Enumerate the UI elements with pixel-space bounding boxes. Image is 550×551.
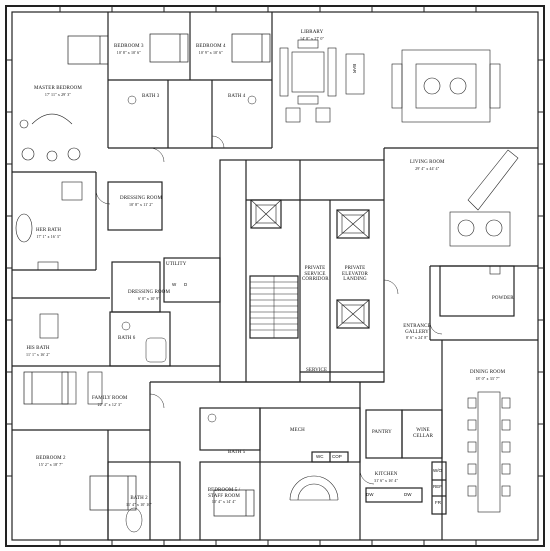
- room-label-bedroom-2: BEDROOM 2 15' 2" x 18' 7": [36, 456, 66, 467]
- room-label-his-bath: HIS BATH 11' 1" x 16' 2": [26, 346, 50, 357]
- room-name: DINING ROOM: [470, 370, 506, 375]
- door-swings: [95, 135, 443, 485]
- room-label-bath-5: BATH 5: [228, 450, 245, 456]
- room-label-master-bedroom: MASTER BEDROOM 17' 11" x 29' 3": [34, 86, 82, 97]
- room-dims: 10' 9" x 10' 6": [198, 49, 223, 55]
- beds: [23, 33, 271, 517]
- room-name: BEDROOM 4: [196, 44, 226, 49]
- room-name: DRESSING ROOM: [120, 196, 163, 201]
- ref-label: REF: [433, 484, 442, 489]
- room-dims: 29' 4" x 44' 4": [415, 165, 440, 171]
- wo-label: W/O: [433, 468, 442, 473]
- spiral-stair: [289, 475, 339, 501]
- wc-label: WC: [316, 454, 324, 459]
- room-label-her-bath: HER BATH 17' 1" x 16' 3": [36, 228, 61, 239]
- room-name: BATH 3: [142, 94, 160, 99]
- room-label-wine-cellar: WINE CELLAR: [412, 428, 434, 439]
- family-dining-furniture: [61, 371, 511, 513]
- library-furniture: [279, 39, 365, 123]
- room-name: POWDER: [492, 296, 514, 301]
- room-name: LIVING ROOM: [410, 160, 445, 165]
- room-dims: 10' 4" x 14' 4": [211, 499, 237, 505]
- room-label-bath-6: BATH 6: [118, 336, 135, 342]
- room-name: BEDROOM 2: [36, 456, 66, 461]
- room-label-library: LIBRARY 14' 8" x 27' 0": [300, 30, 324, 41]
- room-label-dressing-room-1: DRESSING ROOM 10' 8" x 11' 2": [120, 196, 162, 207]
- room-label-utility: UTILITY: [166, 262, 186, 268]
- room-dims: 31' 6" x 16' 4": [374, 477, 399, 483]
- bar-label: BAR: [352, 63, 358, 74]
- room-dims: 17' 11" x 29' 3": [44, 91, 72, 97]
- room-dims: 14' 8" x 27' 0": [300, 35, 325, 41]
- outer-wall: [5, 5, 545, 547]
- room-name: BEDROOM 5 / STAFF ROOM: [207, 488, 241, 499]
- room-name: DRESSING ROOM: [128, 290, 171, 295]
- room-dims: 11' 4" x 10' 10": [126, 501, 153, 507]
- top-windows: [6, 6, 544, 546]
- room-label-service: SERVICE: [306, 368, 327, 374]
- bath-fixtures: [121, 95, 257, 533]
- master-furniture: [15, 113, 83, 339]
- room-dims: 22' 4" x 12' 3": [97, 401, 122, 407]
- living-furniture: [391, 49, 519, 275]
- room-name: HER BATH: [36, 228, 62, 233]
- elevator-marks: [250, 199, 370, 329]
- room-label-family-room: FAMILY ROOM 22' 4" x 12' 3": [92, 396, 127, 407]
- room-label-bedroom-5: BEDROOM 5 / STAFF ROOM 10' 4" x 14' 4": [204, 488, 244, 505]
- room-name: KITCHEN: [374, 472, 398, 477]
- room-name: UTILITY: [166, 262, 187, 267]
- room-name: MASTER BEDROOM: [34, 86, 82, 91]
- room-dims: 8' 6" x 24' 8": [405, 335, 429, 341]
- room-dims: 6' 0" x 10' 9": [137, 295, 161, 301]
- fr-label: FR: [435, 500, 441, 505]
- room-name: WINE CELLAR: [412, 428, 434, 439]
- room-label-bath-3: BATH 3: [142, 94, 159, 100]
- room-dims: 11' 1" x 16' 2": [26, 351, 51, 357]
- inner-wall: [11, 11, 539, 541]
- room-name: BATH 5: [228, 450, 246, 455]
- room-name: BEDROOM 3: [114, 44, 144, 49]
- room-dims: 18' 0" x 33' 7": [475, 375, 500, 381]
- dw-label-1: DW: [366, 492, 374, 497]
- room-label-bedroom-4: BEDROOM 4 10' 9" x 10' 6": [196, 44, 226, 55]
- room-dims: 15' 2" x 18' 7": [38, 461, 63, 467]
- interior-walls: [12, 12, 538, 541]
- room-name: LIBRARY: [300, 30, 324, 35]
- room-label-bath-2: BATH 2 11' 4" x 10' 10": [126, 496, 152, 507]
- room-label-powder: POWDER: [492, 296, 514, 302]
- room-name: PANTRY: [372, 430, 392, 435]
- room-name: ENTRANCE GALLERY: [403, 324, 431, 335]
- washer-label: W: [172, 282, 177, 287]
- room-name: HIS BATH: [26, 346, 50, 351]
- cop-label: COP: [332, 454, 342, 459]
- room-label-mech: MECH: [290, 428, 305, 434]
- dw-label-2: DW: [404, 492, 412, 497]
- room-label-pantry: PANTRY: [372, 430, 392, 436]
- room-label-entrance-gallery: ENTRANCE GALLERY 8' 6" x 24' 8": [400, 324, 434, 341]
- dryer-label: D: [184, 282, 188, 287]
- room-label-private-service-corridor: PRIVATE SERVICE CORRIDOR: [302, 266, 329, 283]
- room-label-dining-room: DINING ROOM 18' 0" x 33' 7": [470, 370, 505, 381]
- room-label-bedroom-3: BEDROOM 3 10' 8" x 10' 6": [114, 44, 144, 55]
- room-name: BATH 2: [130, 496, 148, 501]
- room-name: BATH 6: [118, 336, 136, 341]
- stair-treads: [250, 276, 298, 338]
- room-label-private-elevator-landing: PRIVATE ELEVATOR LANDING: [340, 266, 370, 283]
- room-name: BATH 4: [228, 94, 246, 99]
- room-name: SERVICE: [306, 368, 328, 373]
- room-dims: 10' 8" x 10' 6": [116, 49, 141, 55]
- room-dims: 17' 1" x 16' 3": [36, 233, 61, 239]
- room-label-living-room: LIVING ROOM 29' 4" x 44' 4": [410, 160, 445, 171]
- room-label-bath-4: BATH 4: [228, 94, 245, 100]
- room-label-kitchen: KITCHEN 31' 6" x 16' 4": [374, 472, 398, 483]
- room-name: PRIVATE SERVICE CORRIDOR: [302, 266, 329, 283]
- room-dims: 10' 8" x 11' 2": [128, 201, 154, 207]
- room-name: MECH: [290, 428, 305, 433]
- room-name: PRIVATE ELEVATOR LANDING: [342, 266, 368, 283]
- room-label-dressing-room-2: DRESSING ROOM 6' 0" x 10' 9": [128, 290, 170, 301]
- room-name: FAMILY ROOM: [92, 396, 128, 401]
